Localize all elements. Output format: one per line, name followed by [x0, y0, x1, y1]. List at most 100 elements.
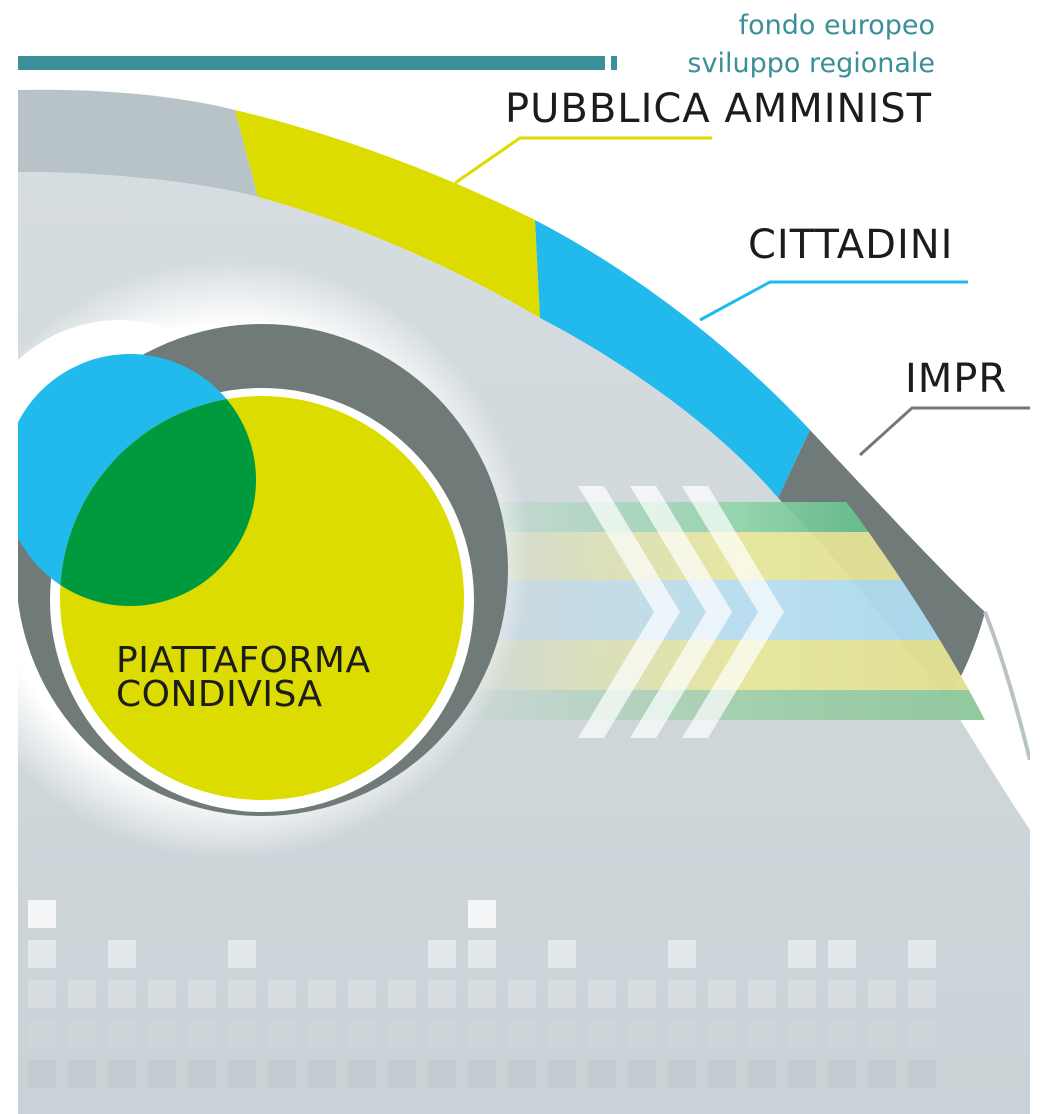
equalizer-square [548, 1060, 576, 1088]
equalizer-square [28, 900, 56, 928]
equalizer-square [148, 1060, 176, 1088]
leader-line-cittadini [699, 280, 968, 322]
equalizer-square [628, 1060, 656, 1088]
category-label-imprese: IMPR [905, 356, 1007, 402]
equalizer-square [68, 1020, 96, 1048]
equalizer-square [868, 1060, 896, 1088]
category-label-pubblica: PUBBLICA AMMINIST [505, 86, 932, 132]
equalizer-square [428, 1060, 456, 1088]
equalizer-square [548, 1020, 576, 1048]
equalizer-square [108, 1020, 136, 1048]
equalizer-square [908, 1020, 936, 1048]
equalizer-square [148, 980, 176, 1008]
chevron-arrows-icon [578, 486, 784, 738]
disc-edge [983, 611, 1032, 761]
equalizer-square [748, 980, 776, 1008]
equalizer-square [748, 1020, 776, 1048]
equalizer-square [388, 980, 416, 1008]
core-label-line2: CONDIVISA [116, 674, 323, 715]
equalizer-square [28, 1060, 56, 1088]
equalizer-square [428, 980, 456, 1008]
header-bar-tip [611, 56, 617, 70]
outer-ring-gray [18, 89, 258, 197]
equalizer-square [468, 1060, 496, 1088]
equalizer-square [268, 1020, 296, 1048]
equalizer-square [908, 1060, 936, 1088]
equalizer-square [148, 1020, 176, 1048]
header-bar [0, 56, 605, 70]
equalizer-square [28, 940, 56, 968]
equalizer-square [188, 980, 216, 1008]
leader-line-imprese [858, 406, 1045, 457]
equalizer-square [788, 980, 816, 1008]
equalizer-square [68, 1060, 96, 1088]
equalizer-square [468, 980, 496, 1008]
equalizer-square [428, 940, 456, 968]
equalizer-square [468, 1020, 496, 1048]
equalizer-square [788, 1060, 816, 1088]
equalizer-square [828, 1060, 856, 1088]
equalizer-square [748, 1060, 776, 1088]
equalizer-square [868, 980, 896, 1008]
core-label-line1: PIATTAFORMA [116, 640, 371, 681]
equalizer-square [908, 940, 936, 968]
equalizer-square [668, 1060, 696, 1088]
equalizer-square [508, 1060, 536, 1088]
equalizer-square [868, 1020, 896, 1048]
equalizer-square [828, 1020, 856, 1048]
equalizer-square [268, 1060, 296, 1088]
equalizer-square [788, 940, 816, 968]
equalizer-square [548, 980, 576, 1008]
equalizer-square [348, 980, 376, 1008]
equalizer-square [668, 1020, 696, 1048]
equalizer-square [188, 1020, 216, 1048]
equalizer-square [348, 1060, 376, 1088]
equalizer-square [548, 940, 576, 968]
equalizer-square [28, 980, 56, 1008]
equalizer-square [508, 1020, 536, 1048]
equalizer-square [388, 1060, 416, 1088]
equalizer-square [28, 1020, 56, 1048]
equalizer-square [308, 1060, 336, 1088]
equalizer-square [708, 1020, 736, 1048]
equalizer-square [628, 980, 656, 1008]
equalizer-square [708, 980, 736, 1008]
equalizer-square [588, 980, 616, 1008]
equalizer-square [188, 1060, 216, 1088]
equalizer-square [708, 1060, 736, 1088]
ring-segment-yellow [235, 110, 540, 318]
equalizer-square [428, 1020, 456, 1048]
equalizer-square [228, 940, 256, 968]
equalizer-squares [28, 900, 936, 1088]
tagline-line1: fondo europeo [739, 10, 935, 41]
tagline-line2: sviluppo regionale [687, 48, 935, 79]
equalizer-square [588, 1060, 616, 1088]
equalizer-square [108, 980, 136, 1008]
equalizer-square [228, 980, 256, 1008]
equalizer-square [108, 1060, 136, 1088]
leader-line-pa [454, 136, 712, 185]
ring-segment-blue [535, 220, 810, 498]
equalizer-square [308, 1020, 336, 1048]
equalizer-square [828, 940, 856, 968]
equalizer-square [828, 980, 856, 1008]
equalizer-square [228, 1020, 256, 1048]
equalizer-square [788, 1020, 816, 1048]
equalizer-square [268, 980, 296, 1008]
equalizer-square [668, 980, 696, 1008]
equalizer-square [388, 1020, 416, 1048]
equalizer-square [908, 980, 936, 1008]
equalizer-square [108, 940, 136, 968]
equalizer-square [468, 940, 496, 968]
equalizer-square [308, 980, 336, 1008]
equalizer-square [468, 900, 496, 928]
equalizer-square [588, 1020, 616, 1048]
equalizer-square [668, 940, 696, 968]
equalizer-square [348, 1020, 376, 1048]
equalizer-square [228, 1060, 256, 1088]
category-label-cittadini: CITTADINI [748, 222, 953, 268]
equalizer-square [508, 980, 536, 1008]
equalizer-square [628, 1020, 656, 1048]
equalizer-square [68, 980, 96, 1008]
